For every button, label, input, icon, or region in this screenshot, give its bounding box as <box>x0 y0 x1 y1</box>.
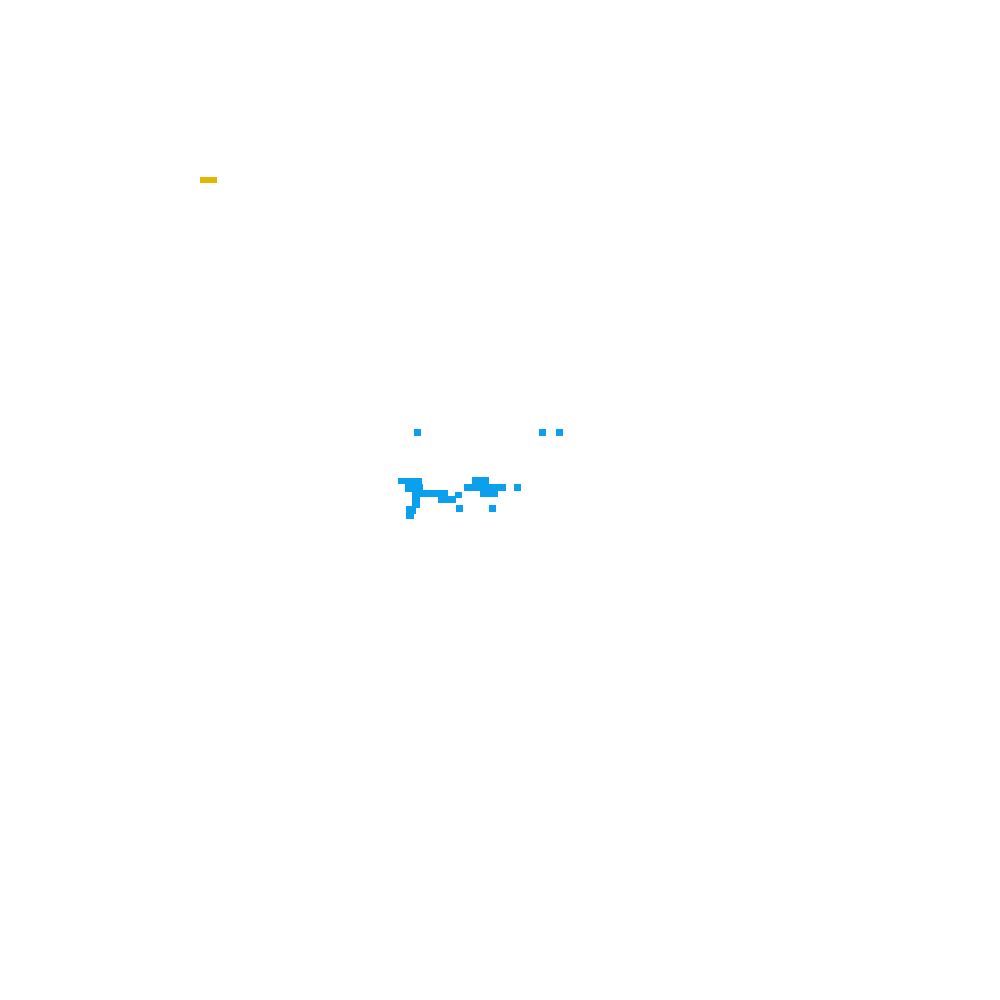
blue-pixel-6 <box>412 492 420 500</box>
blue-pixel-18 <box>489 505 496 512</box>
blue-pixel-8 <box>406 506 416 514</box>
blue-pixel-5 <box>405 484 423 492</box>
blue-pixel-13 <box>456 505 463 512</box>
blue-pixel-10 <box>420 490 448 497</box>
blue-pixel-4 <box>398 478 422 484</box>
blue-pixel-3 <box>556 429 563 436</box>
blue-pixel-2 <box>539 429 546 436</box>
blue-pixel-12 <box>455 492 462 498</box>
blue-pixel-11 <box>438 496 456 503</box>
blue-pixel-17 <box>514 484 521 491</box>
blue-pixel-1 <box>414 429 421 436</box>
blue-pixel-15 <box>472 477 489 485</box>
blue-pixel-9 <box>406 512 414 519</box>
blue-pixel-14 <box>464 484 506 491</box>
blue-pixel-16 <box>480 490 498 497</box>
yellow-dash-marker <box>200 177 217 183</box>
blue-pixel-7 <box>412 500 420 508</box>
